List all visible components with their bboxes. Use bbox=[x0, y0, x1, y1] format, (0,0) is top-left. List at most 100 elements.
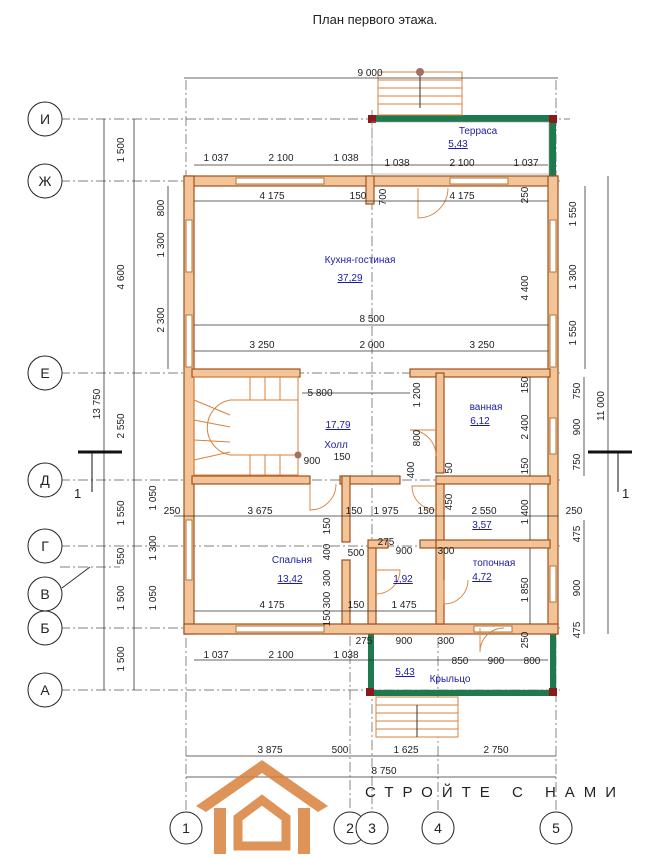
dim: 900 bbox=[396, 636, 413, 647]
row-axis-bubbles bbox=[27, 101, 63, 708]
dim: 2 100 bbox=[268, 650, 293, 661]
dim: 2 550 bbox=[116, 413, 127, 438]
room-porch-area: 5,43 bbox=[395, 667, 415, 678]
room-terrace-name: Терраса bbox=[459, 126, 498, 137]
dim: 1 400 bbox=[520, 499, 531, 524]
dim: 2 300 bbox=[156, 307, 167, 332]
room-bath-name: ванная bbox=[470, 402, 503, 413]
dim: 4 400 bbox=[520, 275, 531, 300]
room-porch-name: Крыльцо bbox=[430, 674, 471, 685]
room-hall-area: 17,79 bbox=[325, 420, 350, 431]
dim: 1 500 bbox=[116, 646, 127, 671]
inner-walls bbox=[191, 175, 551, 625]
dim: 1 200 bbox=[412, 382, 423, 407]
room-closet-area: 1,92 bbox=[393, 574, 413, 585]
dim: 2 000 bbox=[359, 340, 384, 351]
dimension-texts: 9 000 1 037 2 100 1 038 1 038 2 100 1 03… bbox=[164, 68, 583, 777]
dim: 150 bbox=[520, 457, 531, 474]
dim: 2 550 bbox=[471, 506, 496, 517]
col-axis-bubbles bbox=[169, 811, 573, 845]
watermark-logo bbox=[196, 760, 328, 854]
dim: 1 300 bbox=[156, 232, 167, 257]
dim: 1 037 bbox=[513, 158, 538, 169]
dim: 800 bbox=[156, 199, 167, 216]
plan-title: План первого этажа. bbox=[313, 12, 438, 27]
section-mark-right: 1 bbox=[622, 486, 629, 501]
axis-col-3: 3 bbox=[368, 820, 376, 836]
dim: 150 bbox=[322, 609, 333, 626]
room-bedroom-area: 13,42 bbox=[277, 574, 302, 585]
dim: 1 550 bbox=[116, 500, 127, 525]
dim: 1 850 bbox=[520, 577, 531, 602]
axis-row-zh: Ж bbox=[39, 173, 52, 189]
dim: 4 175 bbox=[259, 600, 284, 611]
axis-col-1: 1 bbox=[182, 820, 190, 836]
dim: 300 bbox=[322, 591, 333, 608]
dim: 1 300 bbox=[148, 535, 159, 560]
axis-row-b: Б bbox=[40, 620, 49, 636]
dim: 1 550 bbox=[568, 320, 579, 345]
axis-col-2: 2 bbox=[346, 820, 354, 836]
room-storage-area: 3,57 bbox=[472, 520, 492, 531]
axis-row-g: Г bbox=[41, 538, 49, 554]
room-kitchen-area: 37,29 bbox=[337, 273, 362, 284]
dim: 150 bbox=[322, 517, 333, 534]
dim: 850 bbox=[452, 656, 469, 667]
dim: 750 bbox=[572, 382, 583, 399]
dim: 1 500 bbox=[116, 137, 127, 162]
dim: 4 175 bbox=[259, 191, 284, 202]
dim: 800 bbox=[412, 429, 423, 446]
dim: 300 bbox=[438, 546, 455, 557]
section-markers bbox=[78, 450, 632, 492]
room-terrace-area: 5,43 bbox=[448, 139, 468, 150]
axis-col-5: 5 bbox=[552, 820, 560, 836]
dim: 900 bbox=[572, 418, 583, 435]
terrace bbox=[368, 115, 557, 181]
dim: 900 bbox=[304, 456, 321, 467]
dim: 250 bbox=[566, 506, 583, 517]
room-boiler-name: топочная bbox=[473, 558, 516, 569]
dim: 475 bbox=[572, 621, 583, 638]
dim: 550 bbox=[116, 547, 127, 564]
dim: 500 bbox=[332, 745, 349, 756]
dim: 2 750 bbox=[483, 745, 508, 756]
dim: 3 875 bbox=[257, 745, 282, 756]
dimension-texts-vertical: 1 500 4 600 2 550 1 550 550 1 500 1 500 … bbox=[92, 137, 607, 671]
dim: 1 037 bbox=[203, 650, 228, 661]
axis-col-4: 4 bbox=[434, 820, 442, 836]
dim: 300 bbox=[438, 636, 455, 647]
room-hall-name: Холл bbox=[324, 440, 348, 451]
room-kitchen-name: Кухня-гостиная bbox=[325, 255, 396, 266]
dim: 4 600 bbox=[116, 264, 127, 289]
porch-stairs bbox=[375, 696, 459, 738]
dim: 400 bbox=[406, 461, 417, 478]
dim: 1 300 bbox=[568, 264, 579, 289]
dim: 250 bbox=[164, 506, 181, 517]
dim: 275 bbox=[356, 636, 373, 647]
dim: 250 bbox=[520, 186, 531, 203]
dim: 2 400 bbox=[520, 414, 531, 439]
dim: 400 bbox=[322, 543, 333, 560]
room-boiler-area: 4,72 bbox=[472, 572, 492, 583]
axis-row-a: А bbox=[40, 682, 50, 698]
windows bbox=[185, 177, 557, 633]
dim: 1 050 bbox=[148, 585, 159, 610]
dimension-lines bbox=[103, 77, 609, 778]
axis-row-e: Е bbox=[40, 365, 49, 381]
dim: 13 750 bbox=[92, 388, 103, 419]
dim: 1 475 bbox=[391, 600, 416, 611]
dim: 1 038 bbox=[384, 158, 409, 169]
dim: 300 bbox=[322, 569, 333, 586]
dim: 1 975 bbox=[373, 506, 398, 517]
section-mark-left: 1 bbox=[74, 486, 81, 501]
dim: 150 bbox=[348, 600, 365, 611]
dim: 900 bbox=[396, 546, 413, 557]
dim: 1 550 bbox=[568, 201, 579, 226]
dim: 8 500 bbox=[359, 314, 384, 325]
axis-row-d: Д bbox=[40, 472, 50, 488]
dim: 150 bbox=[520, 376, 531, 393]
dim: 700 bbox=[378, 188, 389, 205]
dim: 800 bbox=[524, 656, 541, 667]
dim: 1 038 bbox=[333, 650, 358, 661]
